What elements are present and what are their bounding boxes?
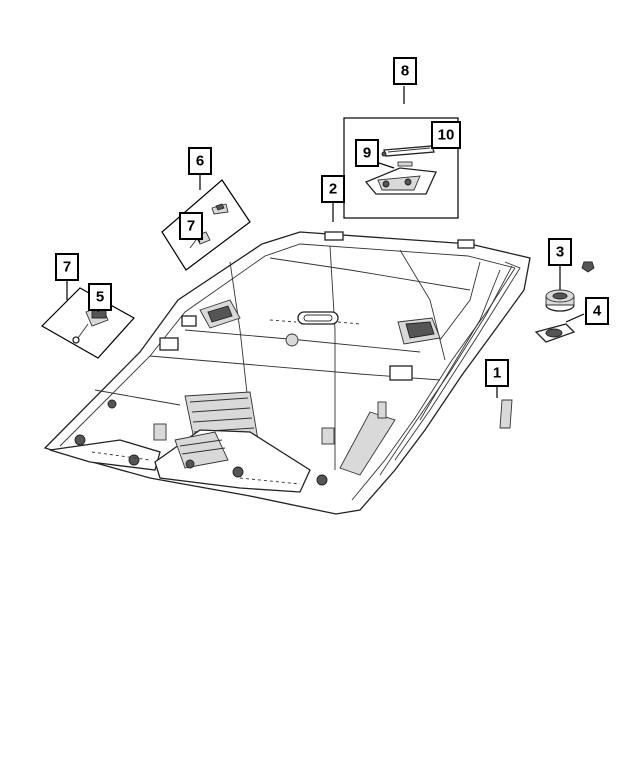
callout-9-label: 9 [363, 145, 371, 162]
callout-5: 5 [88, 283, 112, 311]
callout-10: 10 [431, 121, 461, 149]
callout-2-label: 2 [329, 181, 337, 198]
callout-7b: 7 [179, 212, 203, 240]
callout-10-label: 10 [438, 127, 455, 144]
callout-8: 8 [393, 57, 417, 85]
callout-7a: 7 [55, 253, 79, 281]
callout-9: 9 [355, 139, 379, 167]
headliner-panel [43, 231, 531, 515]
callout-4-label: 4 [593, 303, 602, 320]
callout-4: 4 [585, 297, 609, 325]
screw-icon [581, 261, 595, 273]
callout-7b-label: 7 [187, 218, 195, 235]
callout-6-label: 6 [196, 153, 204, 170]
callout-1-label: 1 [493, 365, 501, 382]
group-8-frame [343, 117, 459, 219]
callout-2: 2 [321, 175, 345, 203]
part-4-plate [534, 323, 576, 343]
callout-1: 1 [485, 359, 509, 387]
part-1-pad [499, 399, 513, 429]
callout-5-label: 5 [96, 289, 104, 306]
callout-7a-label: 7 [63, 259, 71, 276]
group-6-frame [161, 179, 251, 271]
callout-3: 3 [548, 238, 572, 266]
callout-3-label: 3 [556, 244, 564, 261]
callout-8-label: 8 [401, 63, 409, 80]
callout-6: 6 [188, 147, 212, 175]
